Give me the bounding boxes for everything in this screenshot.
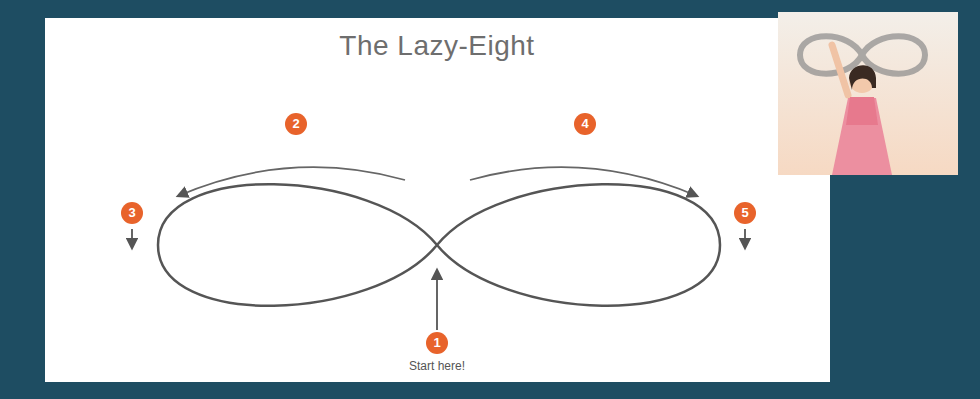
- direction-arrow: [744, 229, 746, 248]
- callout-circle: [734, 202, 756, 224]
- callout-number: 5: [734, 202, 756, 224]
- callout-number: 2: [285, 113, 307, 135]
- lazy-eight-curve: [158, 184, 720, 306]
- callout-number: 1: [426, 332, 448, 354]
- direction-arrow: [131, 229, 133, 248]
- callout-circle: [426, 332, 448, 354]
- callout-circle: [121, 202, 143, 224]
- callout-circle: [574, 113, 596, 135]
- direction-arrow: [436, 270, 438, 330]
- direction-arrow: [178, 167, 405, 196]
- callout-number: 4: [574, 113, 596, 135]
- start-note: Start here!: [409, 359, 465, 373]
- callout-number: 3: [121, 202, 143, 224]
- callout-circle: [285, 113, 307, 135]
- slide-title: The Lazy-Eight: [339, 30, 534, 62]
- direction-arrow: [470, 167, 697, 196]
- photo-inset: [778, 12, 958, 175]
- slide-panel: [45, 18, 830, 382]
